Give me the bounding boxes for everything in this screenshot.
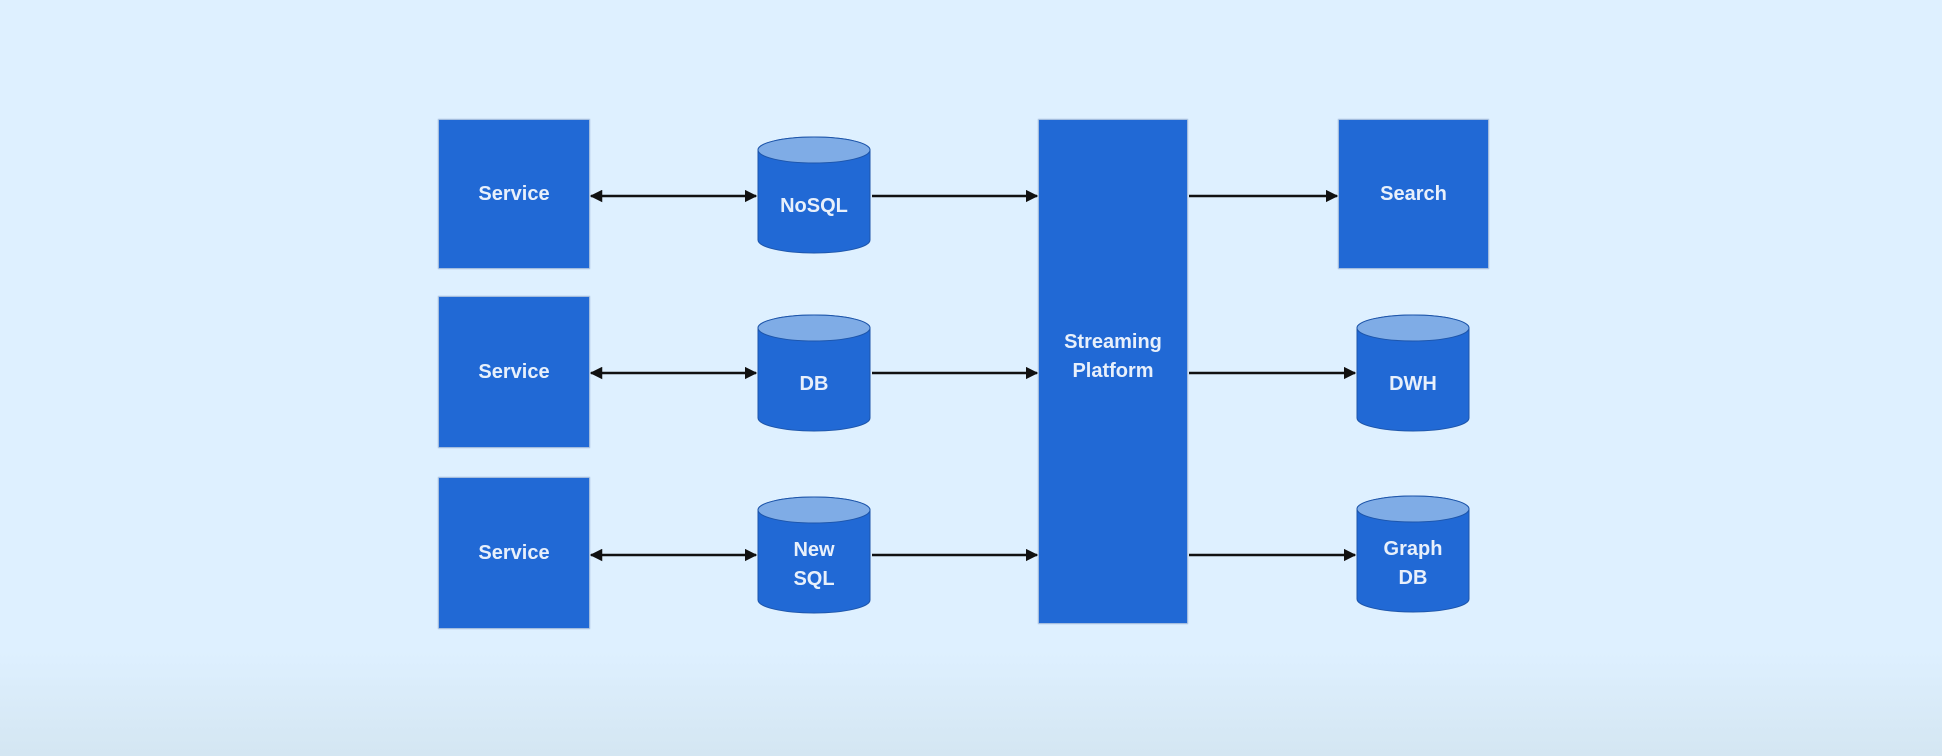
service-node-3-label: Service bbox=[478, 541, 550, 564]
cylinder-shape bbox=[1356, 314, 1470, 432]
cylinder-shape bbox=[757, 496, 871, 614]
cylinder-top bbox=[1356, 314, 1470, 342]
nosql-database-cylinder: NoSQL bbox=[757, 136, 871, 254]
search-node: Search bbox=[1339, 120, 1488, 268]
cylinder-top bbox=[757, 496, 871, 524]
service-node-3: Service bbox=[439, 478, 589, 628]
service-node-1: Service bbox=[439, 120, 589, 268]
dwh-label: DWH bbox=[1389, 372, 1437, 395]
cylinder-shape bbox=[1356, 495, 1470, 613]
cylinder-shape bbox=[757, 314, 871, 432]
nosql-label: NoSQL bbox=[780, 194, 848, 217]
search-label: Search bbox=[1380, 182, 1447, 205]
cylinder-shape bbox=[757, 136, 871, 254]
service-node-2: Service bbox=[439, 297, 589, 447]
service-node-2-label: Service bbox=[478, 360, 550, 383]
dwh-database-cylinder: DWH bbox=[1356, 314, 1470, 432]
db-label: DB bbox=[799, 372, 829, 395]
db-database-cylinder: DB bbox=[757, 314, 871, 432]
cylinder-top bbox=[757, 314, 871, 342]
cylinder-top bbox=[757, 136, 871, 164]
cylinder-top bbox=[1356, 495, 1470, 523]
service-node-1-label: Service bbox=[478, 182, 550, 205]
